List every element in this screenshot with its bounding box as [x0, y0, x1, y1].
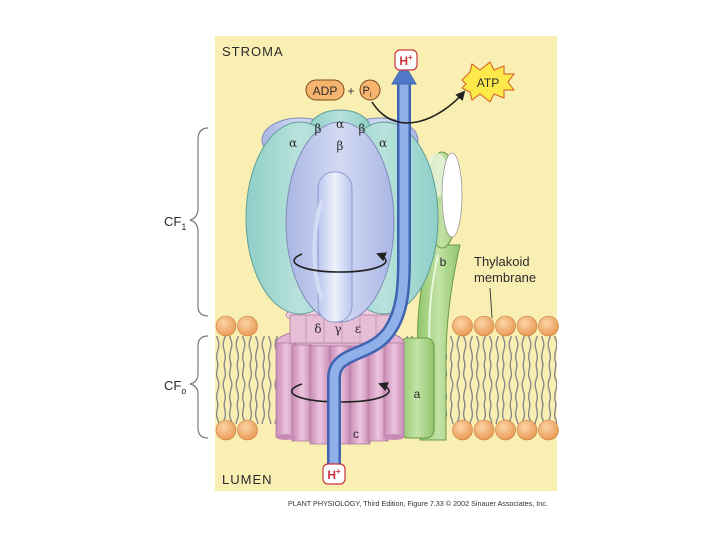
proton-badge-top: H+: [395, 50, 417, 70]
figure-credit: PLANT PHYSIOLOGY, Third Edition, Figure …: [288, 499, 548, 508]
lipid-head: [539, 420, 559, 440]
lipid-head: [539, 316, 559, 336]
lipid-head: [216, 316, 236, 336]
lipid-head: [517, 316, 537, 336]
lipid-head: [216, 420, 236, 440]
adp-label: ADP: [313, 84, 338, 98]
atp-label: ATP: [477, 76, 499, 90]
lipid-head: [517, 420, 537, 440]
subunit-c-label: c: [353, 427, 359, 441]
lipid-head: [453, 420, 473, 440]
stroma-label: STROMA: [222, 44, 284, 59]
membrane-label-line1: Thylakoid: [474, 254, 530, 269]
lipid-head: [496, 316, 516, 336]
cfo-bracket: [190, 336, 208, 438]
alpha-label-top: α: [336, 117, 344, 131]
cf1-bracket: [190, 128, 208, 316]
subunit-a-label: a: [414, 387, 421, 401]
beta-label-top-right: β: [359, 122, 366, 136]
proton-badge-bottom: H+: [323, 464, 345, 484]
alpha-label-left: α: [289, 136, 297, 150]
alpha-label-right: α: [379, 136, 387, 150]
lipid-head: [496, 420, 516, 440]
gamma-label: γ: [334, 322, 341, 336]
delta-label: δ: [314, 322, 321, 336]
lipid-head: [474, 316, 494, 336]
lumen-label: LUMEN: [222, 472, 273, 487]
cf1-label: CF1: [164, 214, 186, 232]
beta-label-top-left: β: [315, 122, 322, 136]
lipid-head: [238, 316, 258, 336]
epsilon-label: ε: [355, 322, 361, 336]
subunit-b-label: b: [440, 255, 447, 269]
plus-sign: +: [347, 84, 354, 98]
lipid-head: [238, 420, 258, 440]
lipid-head: [474, 420, 494, 440]
lipid-head: [453, 316, 473, 336]
membrane-label-line2: membrane: [474, 270, 536, 285]
gamma-shaft: [315, 172, 353, 322]
beta-label-center: β: [337, 139, 344, 153]
cfo-label: CFo: [164, 378, 186, 396]
